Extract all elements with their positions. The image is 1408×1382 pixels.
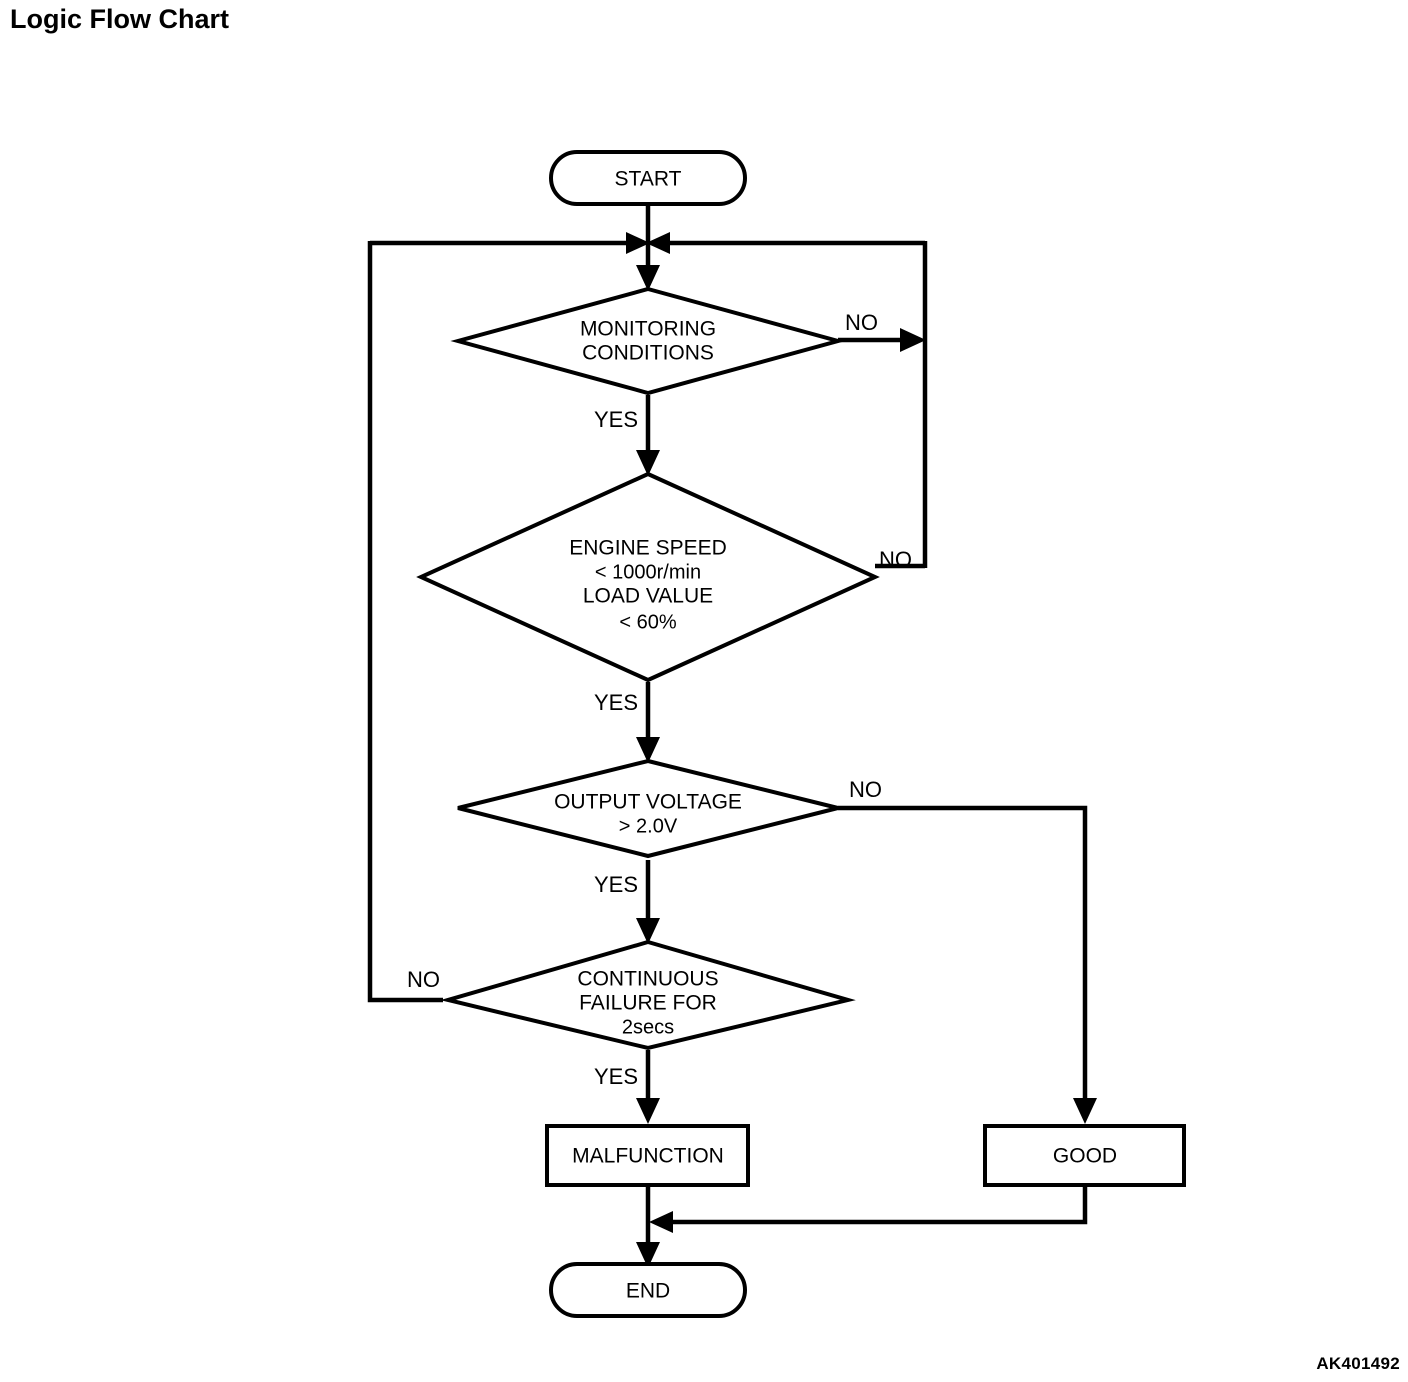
edge-label-engine-speed-yes: YES [594, 690, 638, 715]
node-continuous-failure[interactable]: CONTINUOUS FAILURE FOR 2secs [440, 939, 856, 1051]
arrowhead-into-continuous-failure [636, 918, 660, 944]
end-label: END [626, 1280, 670, 1303]
arrowhead-into-end [636, 1242, 660, 1268]
good-process-shape [983, 1124, 1186, 1187]
continuous-failure-label-line1: CONTINUOUS [577, 968, 718, 991]
continuous-failure-label-line3: 2secs [622, 1016, 674, 1038]
node-engine-speed[interactable]: ENGINE SPEED < 1000r/min LOAD VALUE < 60… [416, 471, 880, 683]
output-voltage-label-line2: > 2.0V [619, 815, 678, 837]
arrowhead-into-output-voltage [636, 737, 660, 763]
engine-speed-label-line4: < 60% [619, 611, 676, 633]
arrowhead-right-return-into-junction [646, 232, 670, 254]
continuous-failure-label-line2: FAILURE FOR [579, 992, 717, 1015]
good-label: GOOD [1053, 1145, 1117, 1168]
output-voltage-decision-shape [457, 758, 839, 859]
engine-speed-decision-shape [416, 471, 880, 683]
node-good[interactable]: GOOD [983, 1124, 1186, 1187]
monitoring-conditions-decision-shape [450, 286, 846, 396]
node-monitoring-conditions[interactable]: MONITORING CONDITIONS [450, 286, 846, 396]
edge-good-to-end [661, 1185, 1088, 1225]
arrowhead-into-monitoring [636, 265, 660, 291]
edge-label-monitoring-yes: YES [594, 407, 638, 432]
malfunction-label: MALFUNCTION [572, 1145, 724, 1168]
page-title: Logic Flow Chart [10, 4, 229, 34]
edge-label-output-voltage-no: NO [849, 777, 882, 802]
monitoring-conditions-label-line2: CONDITIONS [582, 342, 714, 365]
start-label: START [615, 168, 682, 191]
figure-code: AK401492 [1316, 1354, 1400, 1373]
edge-output-voltage-no [838, 805, 1088, 1113]
arrowhead-good-merge [649, 1211, 673, 1233]
arrowhead-into-good [1073, 1098, 1097, 1124]
edge-continuous-failure-no [367, 241, 443, 1003]
end-terminator-shape [549, 1262, 747, 1318]
node-output-voltage[interactable]: OUTPUT VOLTAGE > 2.0V [457, 758, 839, 859]
start-terminator-shape [549, 150, 747, 206]
node-start[interactable]: START [549, 150, 747, 206]
node-malfunction[interactable]: MALFUNCTION [545, 1124, 750, 1187]
monitoring-conditions-label-line1: MONITORING [580, 318, 716, 341]
arrowhead-monitoring-no [900, 328, 926, 352]
output-voltage-label-line1: OUTPUT VOLTAGE [554, 791, 742, 814]
edge-label-monitoring-no: NO [845, 310, 878, 335]
arrowhead-into-engine-speed [636, 450, 660, 476]
continuous-failure-decision-shape [440, 939, 856, 1051]
engine-speed-label-line1: ENGINE SPEED [569, 537, 727, 560]
engine-speed-label-line2: < 1000r/min [595, 561, 701, 583]
arrowhead-left-return-into-junction [626, 232, 650, 254]
node-end[interactable]: END [549, 1262, 747, 1318]
edge-label-output-voltage-yes: YES [594, 872, 638, 897]
engine-speed-label-line3: LOAD VALUE [583, 585, 713, 608]
arrowhead-into-malfunction [636, 1098, 660, 1124]
edge-label-engine-speed-no: NO [879, 547, 912, 572]
edge-label-continuous-failure-yes: YES [594, 1064, 638, 1089]
malfunction-process-shape [545, 1124, 750, 1187]
edge-label-continuous-failure-no: NO [407, 967, 440, 992]
